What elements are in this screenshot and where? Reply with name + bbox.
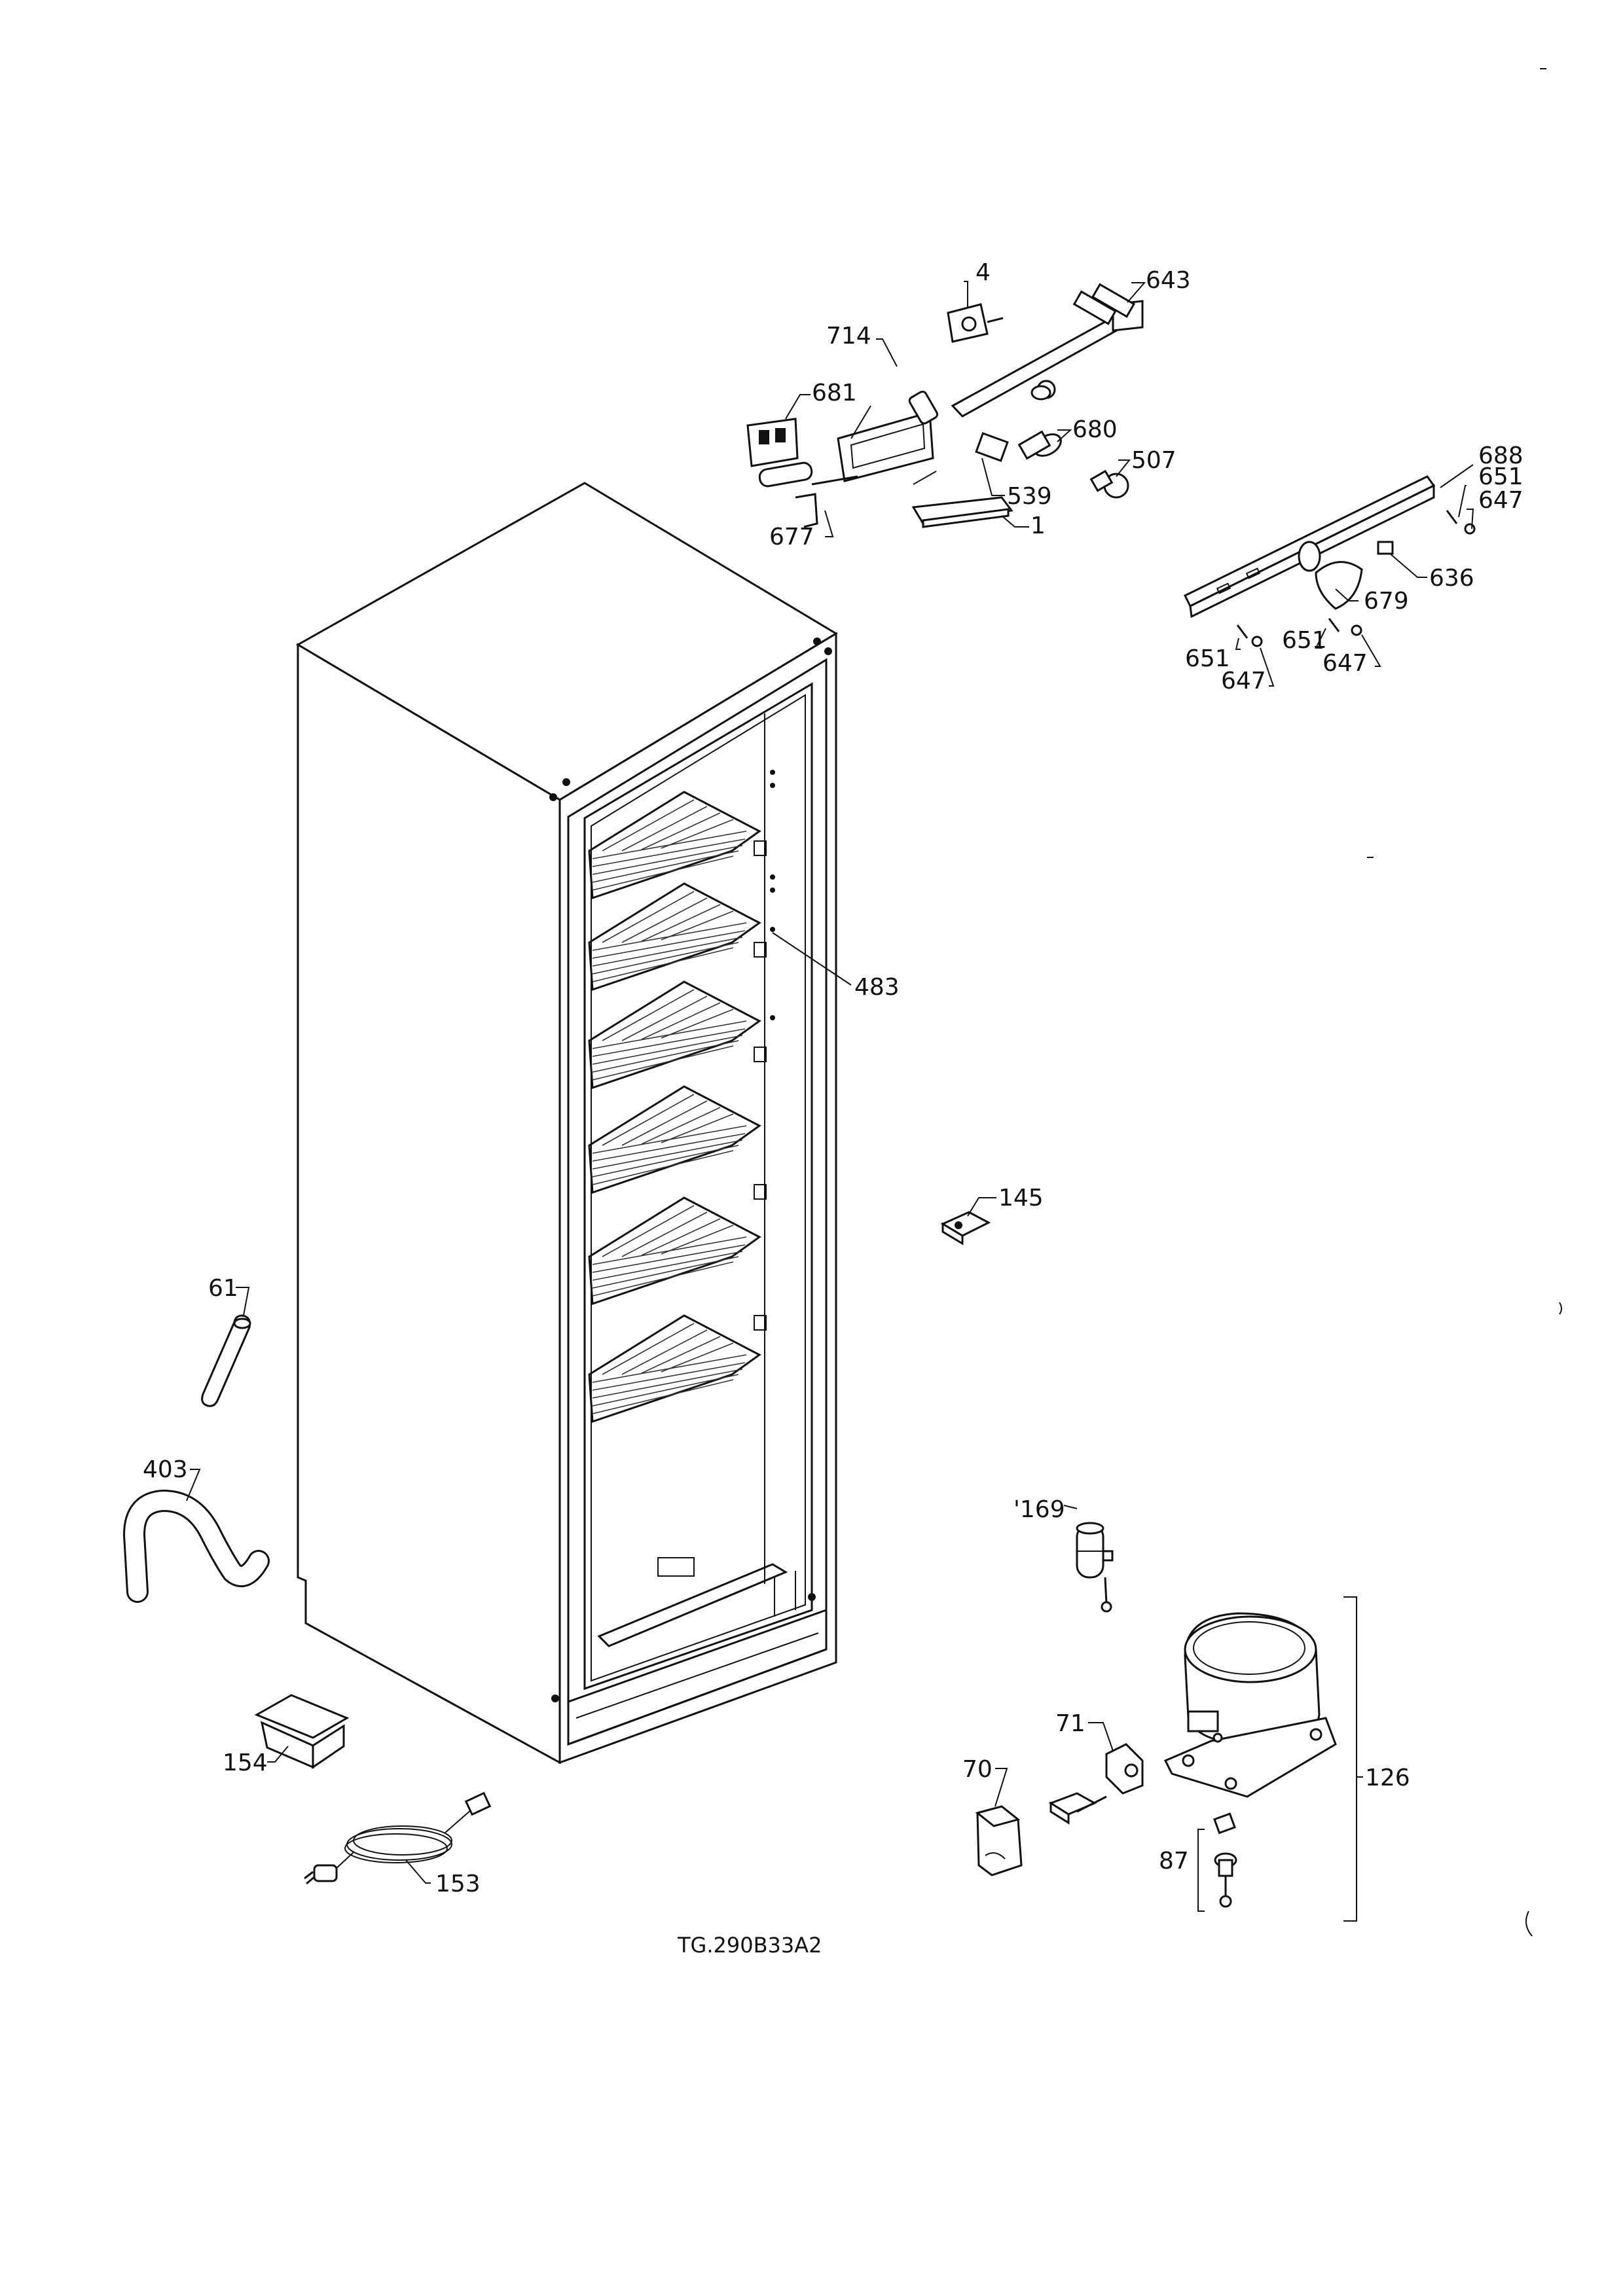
label-681: 681	[812, 380, 857, 406]
part-126-compressor	[1163, 1612, 1337, 1798]
control-bracket-assembly	[746, 283, 1144, 528]
shelf-clips	[754, 770, 775, 1331]
light-bracket-assembly	[1183, 475, 1476, 647]
shelf-2	[588, 882, 761, 992]
label-403: 403	[143, 1456, 188, 1483]
refrigerator-cabinet	[296, 482, 838, 1765]
part-87-grommet-kit	[1213, 1812, 1237, 1908]
label-651-top: 651	[1478, 463, 1523, 490]
part-154-drip-tray	[254, 1694, 350, 1769]
part-145-clip	[940, 1211, 991, 1246]
wire-shelves	[588, 770, 788, 1647]
label-507: 507	[1131, 447, 1176, 474]
label-4: 4	[976, 259, 991, 286]
label-714: 714	[826, 323, 871, 350]
drawing-code: TG.290B33A2	[677, 1933, 822, 1958]
leader-lines	[186, 281, 1474, 1922]
part-70-cover	[975, 1805, 1023, 1876]
shelf-4	[588, 1085, 761, 1194]
label-1: 1	[1030, 512, 1046, 539]
label-680: 680	[1072, 416, 1118, 443]
label-651-left: 651	[1185, 645, 1230, 672]
label-647-left: 647	[1221, 668, 1266, 694]
part-labels: 4 643 714 681 680 507 539 1 677 688 651 …	[143, 259, 1523, 1958]
shelf-1	[588, 791, 761, 900]
shelf-6	[588, 1314, 761, 1424]
label-539: 539	[1007, 483, 1052, 510]
label-688: 688	[1478, 442, 1523, 469]
part-61-drain-tube	[201, 1314, 251, 1407]
label-154: 154	[223, 1749, 268, 1776]
scan-artifacts	[1367, 68, 1562, 1937]
label-677: 677	[769, 524, 814, 550]
label-647-mid: 647	[1322, 650, 1368, 677]
label-145: 145	[998, 1185, 1044, 1211]
label-61: 61	[208, 1275, 238, 1302]
label-71: 71	[1055, 1710, 1085, 1737]
label-153: 153	[435, 1871, 481, 1897]
label-483: 483	[854, 974, 900, 1001]
label-651-mid: 651	[1282, 627, 1327, 654]
label-126: 126	[1365, 1765, 1410, 1791]
shelf-3	[588, 980, 761, 1090]
starter-connector	[1048, 1792, 1107, 1825]
part-71-relay	[1105, 1743, 1144, 1795]
label-679: 679	[1364, 588, 1409, 615]
label-87: 87	[1159, 1848, 1189, 1874]
shelf-5	[588, 1196, 761, 1306]
label-647-top: 647	[1478, 487, 1523, 514]
part-403-hose	[122, 1489, 270, 1603]
label-70: 70	[962, 1756, 993, 1783]
label-643: 643	[1146, 267, 1191, 294]
label-169: '169	[1013, 1496, 1065, 1523]
part-153-power-cord	[304, 1791, 492, 1885]
part-169-capacitor	[1076, 1522, 1114, 1613]
label-636: 636	[1429, 565, 1474, 592]
